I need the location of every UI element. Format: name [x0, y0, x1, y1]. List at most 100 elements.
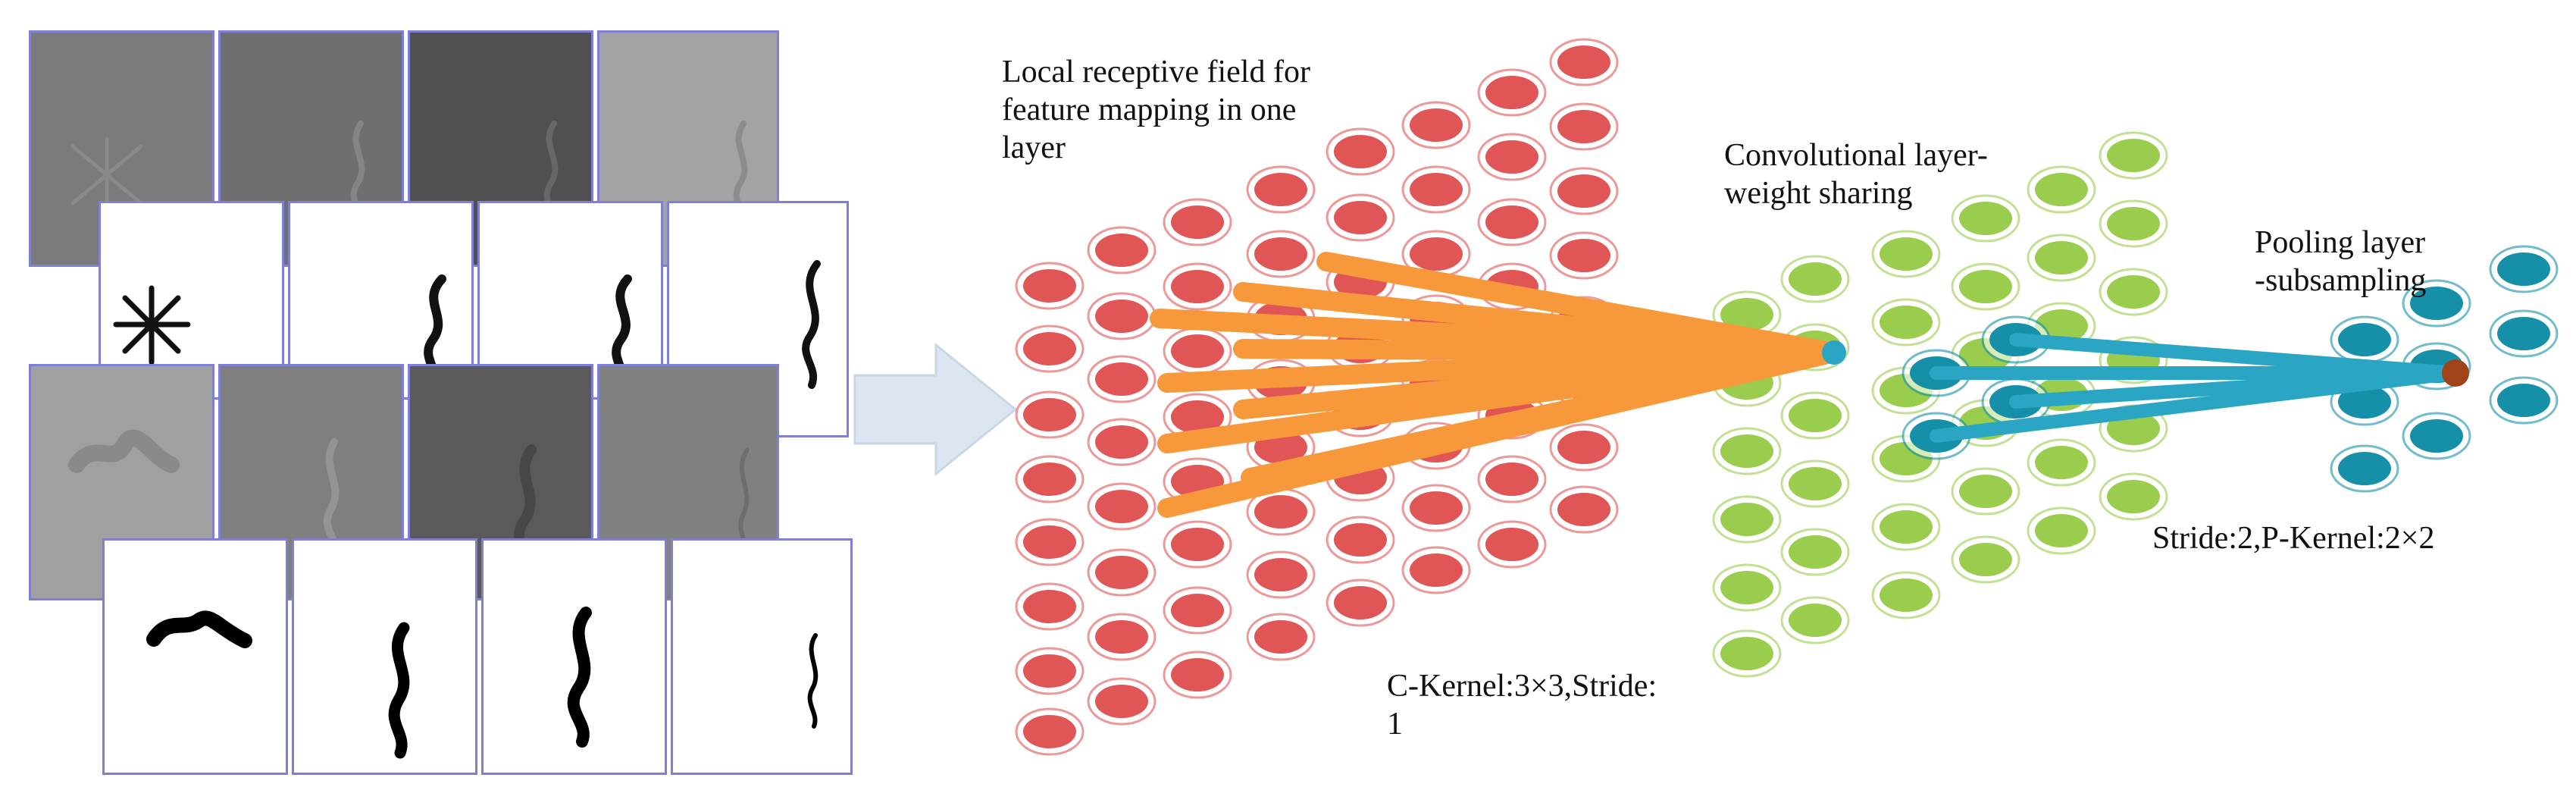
conv-neuron: [1871, 298, 1941, 346]
receptive-field-label: Local receptive field for feature mappin…: [1002, 55, 1310, 165]
input-layer-neurons: [1015, 38, 1619, 756]
input-neuron: [1326, 516, 1395, 564]
conv-neuron: [1951, 262, 2020, 311]
input-neuron: [1326, 579, 1395, 627]
c-kernel-label: C-Kernel:3×3,Stride: 1: [1387, 669, 1657, 742]
white-tile-squiggle-5: [481, 538, 667, 775]
conv-neuron: [1871, 503, 1941, 551]
input-neuron: [1087, 355, 1157, 403]
input-neuron: [1401, 230, 1471, 278]
pool-neuron: [2489, 309, 2559, 358]
conv-neuron: [1780, 255, 1850, 303]
target-markers: [1822, 340, 2469, 387]
flow-arrow: [853, 342, 1018, 477]
input-neuron: [1015, 325, 1085, 373]
input-neuron: [1549, 102, 1619, 151]
input-neuron: [1087, 613, 1157, 661]
pool-layer-neurons: [1901, 245, 2559, 493]
input-neuron: [1015, 390, 1085, 439]
conv-neuron: [1712, 427, 1782, 475]
pool-neuron: [2402, 279, 2471, 328]
pool-target-dot: [2442, 359, 2469, 387]
input-neuron: [1549, 485, 1619, 534]
input-neuron: [1015, 647, 1085, 695]
conv-neuron: [1712, 563, 1782, 612]
input-neuron: [1015, 455, 1085, 503]
conv-neuron: [1951, 535, 2020, 584]
p-kernel-label: Stride:2,P-Kernel:2×2: [2152, 521, 2435, 556]
input-neuron: [1015, 262, 1085, 310]
input-neuron: [1477, 455, 1547, 503]
white-tile-squiggle-4: [292, 538, 477, 775]
conv-layer-label: Convolutional layer- weight sharing: [1724, 138, 1988, 211]
input-neuron: [1477, 133, 1547, 181]
conv-neuron: [1871, 230, 1941, 278]
conv-neuron: [1780, 596, 1850, 644]
conv-neuron: [2027, 506, 2096, 555]
conv-neuron: [1780, 528, 1850, 576]
input-neuron: [1477, 520, 1547, 569]
input-neuron: [1015, 582, 1085, 631]
input-neuron: [1549, 38, 1619, 86]
pool-neuron: [2330, 315, 2399, 364]
input-neuron: [1015, 707, 1085, 756]
pool-neuron: [2402, 412, 2471, 460]
input-neuron: [1401, 101, 1471, 149]
input-neuron: [1477, 68, 1547, 117]
conv-connections: [1150, 252, 1844, 518]
conv-neuron: [2027, 234, 2096, 282]
conv-neuron: [1951, 194, 2020, 243]
input-neuron: [1246, 488, 1316, 536]
pooling-layer-label: Pooling layer -subsampling: [2255, 225, 2427, 298]
input-neuron: [1163, 651, 1232, 699]
input-neuron: [1246, 230, 1316, 278]
conv-neuron: [1871, 571, 1941, 619]
conv-neuron: [2027, 165, 2096, 214]
input-neuron: [1087, 677, 1157, 726]
input-neuron: [1477, 198, 1547, 246]
input-neuron: [1163, 262, 1232, 311]
pool-neuron: [2489, 376, 2559, 425]
conv-neuron: [2027, 438, 2096, 487]
input-neuron: [1087, 418, 1157, 466]
pool-connection: [2009, 333, 2462, 380]
input-neuron: [1401, 546, 1471, 594]
conv-layer-neurons: [1712, 131, 2168, 678]
conv-neuron: [1780, 459, 1850, 508]
conv-neuron: [2099, 199, 2168, 248]
white-tile-wave: [102, 538, 288, 775]
input-neuron: [1401, 484, 1471, 532]
conv-neuron: [1780, 391, 1850, 440]
input-neuron: [1549, 167, 1619, 215]
input-neuron: [1163, 520, 1232, 569]
conv-connection: [1157, 343, 1844, 518]
pool-neuron: [2330, 444, 2399, 493]
input-neuron: [1087, 226, 1157, 274]
conv-neuron: [2099, 131, 2168, 180]
input-neuron: [1401, 165, 1471, 214]
input-neuron: [1087, 292, 1157, 340]
pool-connections: [1930, 333, 2462, 443]
input-neuron: [1246, 550, 1316, 599]
conv-neuron: [1712, 629, 1782, 678]
conv-target-dot: [1822, 340, 1846, 365]
input-neuron: [1087, 482, 1157, 531]
input-neuron: [1163, 198, 1232, 246]
pool-neuron: [2489, 245, 2559, 293]
input-neuron: [1087, 548, 1157, 597]
input-neuron: [1246, 165, 1316, 214]
pool-connection: [2009, 366, 2462, 409]
input-neuron: [1549, 231, 1619, 280]
input-neuron: [1246, 613, 1316, 661]
input-neuron: [1326, 193, 1395, 242]
input-neuron: [1015, 518, 1085, 566]
input-neuron: [1163, 327, 1232, 375]
white-tile-squiggle-6: [671, 538, 853, 775]
conv-neuron: [2099, 472, 2168, 521]
input-neuron: [1549, 423, 1619, 472]
conv-neuron: [2099, 268, 2168, 316]
conv-neuron: [1951, 467, 2020, 516]
input-neuron: [1163, 586, 1232, 635]
